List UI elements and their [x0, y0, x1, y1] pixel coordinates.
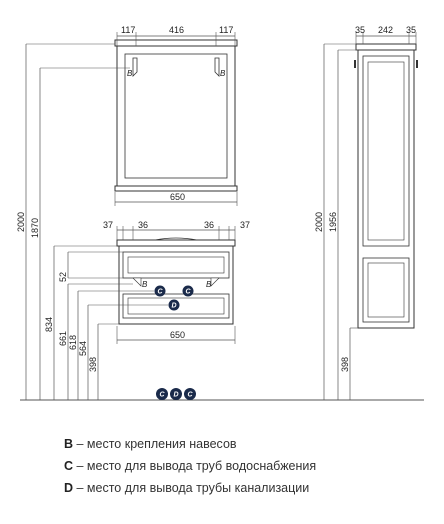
- legend-item-c: C – место для вывода труб водоснабжения: [64, 459, 316, 473]
- vanity-marker-c-left: [154, 285, 166, 297]
- mirror-height-2000: 2000: [16, 212, 26, 232]
- mirror-width-center: 416: [169, 25, 184, 35]
- floor-marker-d: [170, 388, 182, 400]
- legend-item-d: D – место для вывода трубы канализации: [64, 481, 309, 495]
- vanity-bottom-width: 650: [170, 330, 185, 340]
- vanity-offset-37-left: 37: [103, 220, 113, 230]
- mirror-width-left: 117: [121, 25, 135, 35]
- vanity-unit: [116, 237, 236, 325]
- tall-width-left: 35: [355, 25, 365, 35]
- vanity-offset-36-right: 36: [204, 220, 214, 230]
- mirror-b-label-left: B: [127, 69, 133, 78]
- mirror-height-1870: 1870: [30, 218, 40, 238]
- legend-item-b: B – место крепления навесов: [64, 437, 237, 451]
- legend-key-b: B: [64, 437, 74, 451]
- floor-marker-c-right: [184, 388, 196, 400]
- legend-key-c: C: [64, 459, 74, 473]
- vanity-offset-36-left: 36: [138, 220, 148, 230]
- vanity-height-618: 618: [68, 335, 78, 350]
- mirror-width-right: 117: [219, 25, 233, 35]
- vanity-marker-c-left-label: C: [158, 289, 164, 296]
- vanity-height-564: 564: [78, 341, 88, 356]
- floor-marker-c-left-label: C: [160, 392, 166, 399]
- vanity-offset-37-right: 37: [240, 220, 250, 230]
- vanity-height-834: 834: [44, 317, 54, 332]
- vanity-marker-c-right-label: C: [186, 289, 192, 296]
- tall-cabinet-unit: [354, 43, 418, 329]
- legend-text-c: – место для вывода труб водоснабжения: [73, 459, 317, 473]
- vanity-marker-d: [168, 299, 180, 311]
- mirror-unit: [114, 39, 238, 192]
- vanity-height-661: 661: [58, 331, 68, 346]
- vanity-b-label-left: B: [142, 280, 148, 289]
- mirror-b-label-right: B: [220, 69, 226, 78]
- legend-key-d: D: [64, 481, 74, 495]
- tall-height-2000: 2000: [314, 212, 324, 232]
- floor-marker-c-left: [156, 388, 168, 400]
- legend-text-d: – место для вывода трубы канализации: [73, 481, 310, 495]
- vanity-height-398: 398: [88, 357, 98, 372]
- floor-marker-d-label: D: [174, 392, 179, 399]
- tall-height-1956: 1956: [328, 212, 338, 232]
- vanity-b-label-right: B: [206, 280, 212, 289]
- vanity-marker-c-right: [182, 285, 194, 297]
- vanity-marker-d-label: D: [172, 303, 177, 310]
- vanity-top-gap-52: 52: [58, 272, 68, 282]
- floor-marker-c-right-label: C: [188, 392, 194, 399]
- legend-text-b: – место крепления навесов: [73, 437, 237, 451]
- tall-width-center: 242: [378, 25, 393, 35]
- tall-floor-height: 398: [340, 357, 350, 372]
- mirror-total-width: 650: [170, 192, 185, 202]
- tall-width-right: 35: [406, 25, 416, 35]
